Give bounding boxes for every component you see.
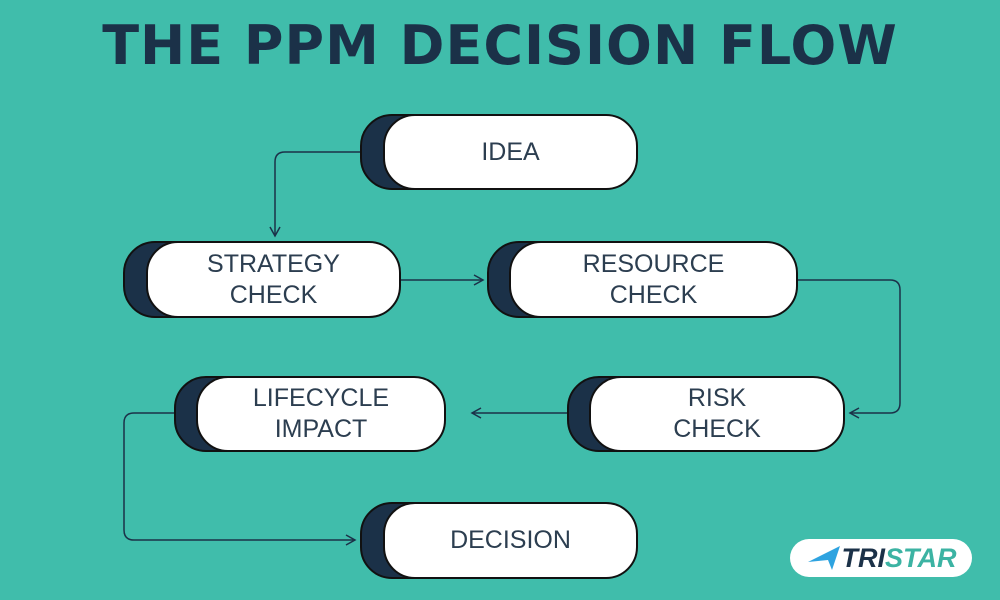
node-strategy-check: STRATEGY CHECK xyxy=(123,241,401,318)
logo-text-star: STAR xyxy=(885,542,957,573)
node-label: STRATEGY CHECK xyxy=(146,241,401,318)
node-risk-check: RISK CHECK xyxy=(567,376,845,452)
node-label: RISK CHECK xyxy=(589,376,845,452)
node-label: DECISION xyxy=(383,502,638,579)
arrow-lifecycle-to-decision xyxy=(123,412,357,546)
node-label: IDEA xyxy=(383,114,638,190)
node-resource-check: RESOURCE CHECK xyxy=(487,241,798,318)
arrow-idea-to-strategy xyxy=(269,151,360,238)
node-lifecycle-impact: LIFECYCLE IMPACT xyxy=(174,376,446,452)
node-label: LIFECYCLE IMPACT xyxy=(196,376,446,452)
node-decision: DECISION xyxy=(360,502,638,579)
logo-text-tri: TRI xyxy=(841,542,886,573)
arrow-resource-to-risk xyxy=(798,279,901,419)
page-title: THE PPM DECISION FLOW xyxy=(102,14,898,77)
node-label: RESOURCE CHECK xyxy=(509,241,798,318)
node-idea: IDEA xyxy=(360,114,638,190)
logo-arrow-icon xyxy=(807,546,840,570)
